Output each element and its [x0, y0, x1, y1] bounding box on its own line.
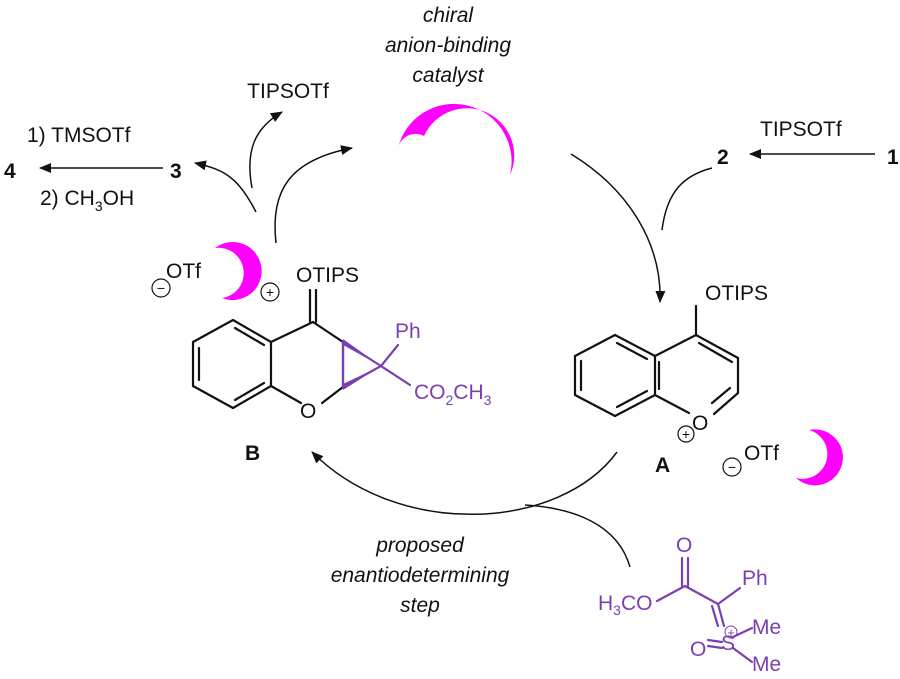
step2-label: 2) CH3OH [40, 187, 134, 214]
B-phenyl-label: Ph [395, 320, 421, 343]
B-benzopyranone-structure [191, 288, 345, 410]
step-note-line3: step [400, 594, 440, 617]
compound-3-label: 3 [170, 160, 182, 183]
ylide-sulfur-plus-sign: + [727, 625, 735, 640]
catalyst-label: chiral anion-binding catalyst [385, 4, 511, 87]
ylide-methoxy-label: H3CO [598, 592, 652, 618]
B-ester-label: CO2CH3 [414, 381, 492, 408]
ylide-methyl1-label: Me [752, 616, 781, 639]
compound-A-label: A [655, 454, 670, 477]
A-chromenylium-structure [573, 304, 740, 418]
ylide-sulfur-plus-icon [724, 625, 738, 639]
B-plus-sign: + [266, 284, 274, 300]
arrow-to-product-3 [194, 160, 257, 213]
step1-label: 1) TMSOTf [27, 124, 131, 147]
compound-2-label: 2 [717, 146, 729, 169]
B-otf-label: OTf [166, 260, 201, 283]
compound-B-label: B [245, 442, 260, 465]
arrow-release-tipsotf [249, 111, 283, 189]
catalyst-label-line3: catalyst [412, 64, 484, 87]
B-otips-label: OTIPS [296, 264, 359, 287]
B-catalyst-crescent-icon [215, 242, 262, 301]
tipsotf-right-label: TIPSOTf [760, 118, 842, 141]
B-plus-charge-icon [260, 282, 280, 302]
A-catalyst-crescent-icon [796, 429, 843, 486]
A-plus-sign: + [682, 426, 690, 442]
arrow-catalyst-to-A [570, 153, 666, 303]
arrow-release-catalyst [274, 145, 353, 244]
B-oxygen-label: O [300, 400, 316, 423]
catalyst-crescent-icon [398, 103, 515, 175]
ylide-methyl2-label: Me [752, 653, 781, 676]
A-minus-sign: − [728, 459, 736, 475]
B-minus-sign: − [157, 280, 165, 296]
A-plus-charge-icon [677, 425, 695, 443]
B-cyclopropane-bonds [341, 339, 412, 390]
catalyst-label-line1: chiral [423, 4, 475, 27]
step-note-line1: proposed [375, 534, 465, 557]
A-minus-charge-icon [722, 457, 742, 477]
tipsotf-top-label: TIPSOTf [247, 80, 329, 103]
arrow-2-joins [661, 167, 713, 231]
sulfoxonium-ylide-structure [655, 556, 754, 664]
arrow-ylide-joins [524, 504, 631, 568]
A-otf-label: OTf [744, 442, 779, 465]
step-note-line2: enantiodetermining [331, 564, 510, 587]
B-minus-charge-icon [151, 278, 171, 298]
compound-1-label: 1 [887, 146, 899, 169]
ylide-sulfoxide-oxygen: O [690, 638, 706, 661]
A-otips-label: OTIPS [705, 282, 768, 305]
arrow-A-to-B [311, 451, 618, 515]
compound-4-label: 4 [4, 160, 16, 183]
ylide-carbonyl-oxygen: O [676, 534, 692, 557]
ylide-phenyl-label: Ph [742, 567, 768, 590]
A-oxygen-label: O [692, 412, 708, 435]
catalyst-label-line2: anion-binding [385, 34, 511, 57]
